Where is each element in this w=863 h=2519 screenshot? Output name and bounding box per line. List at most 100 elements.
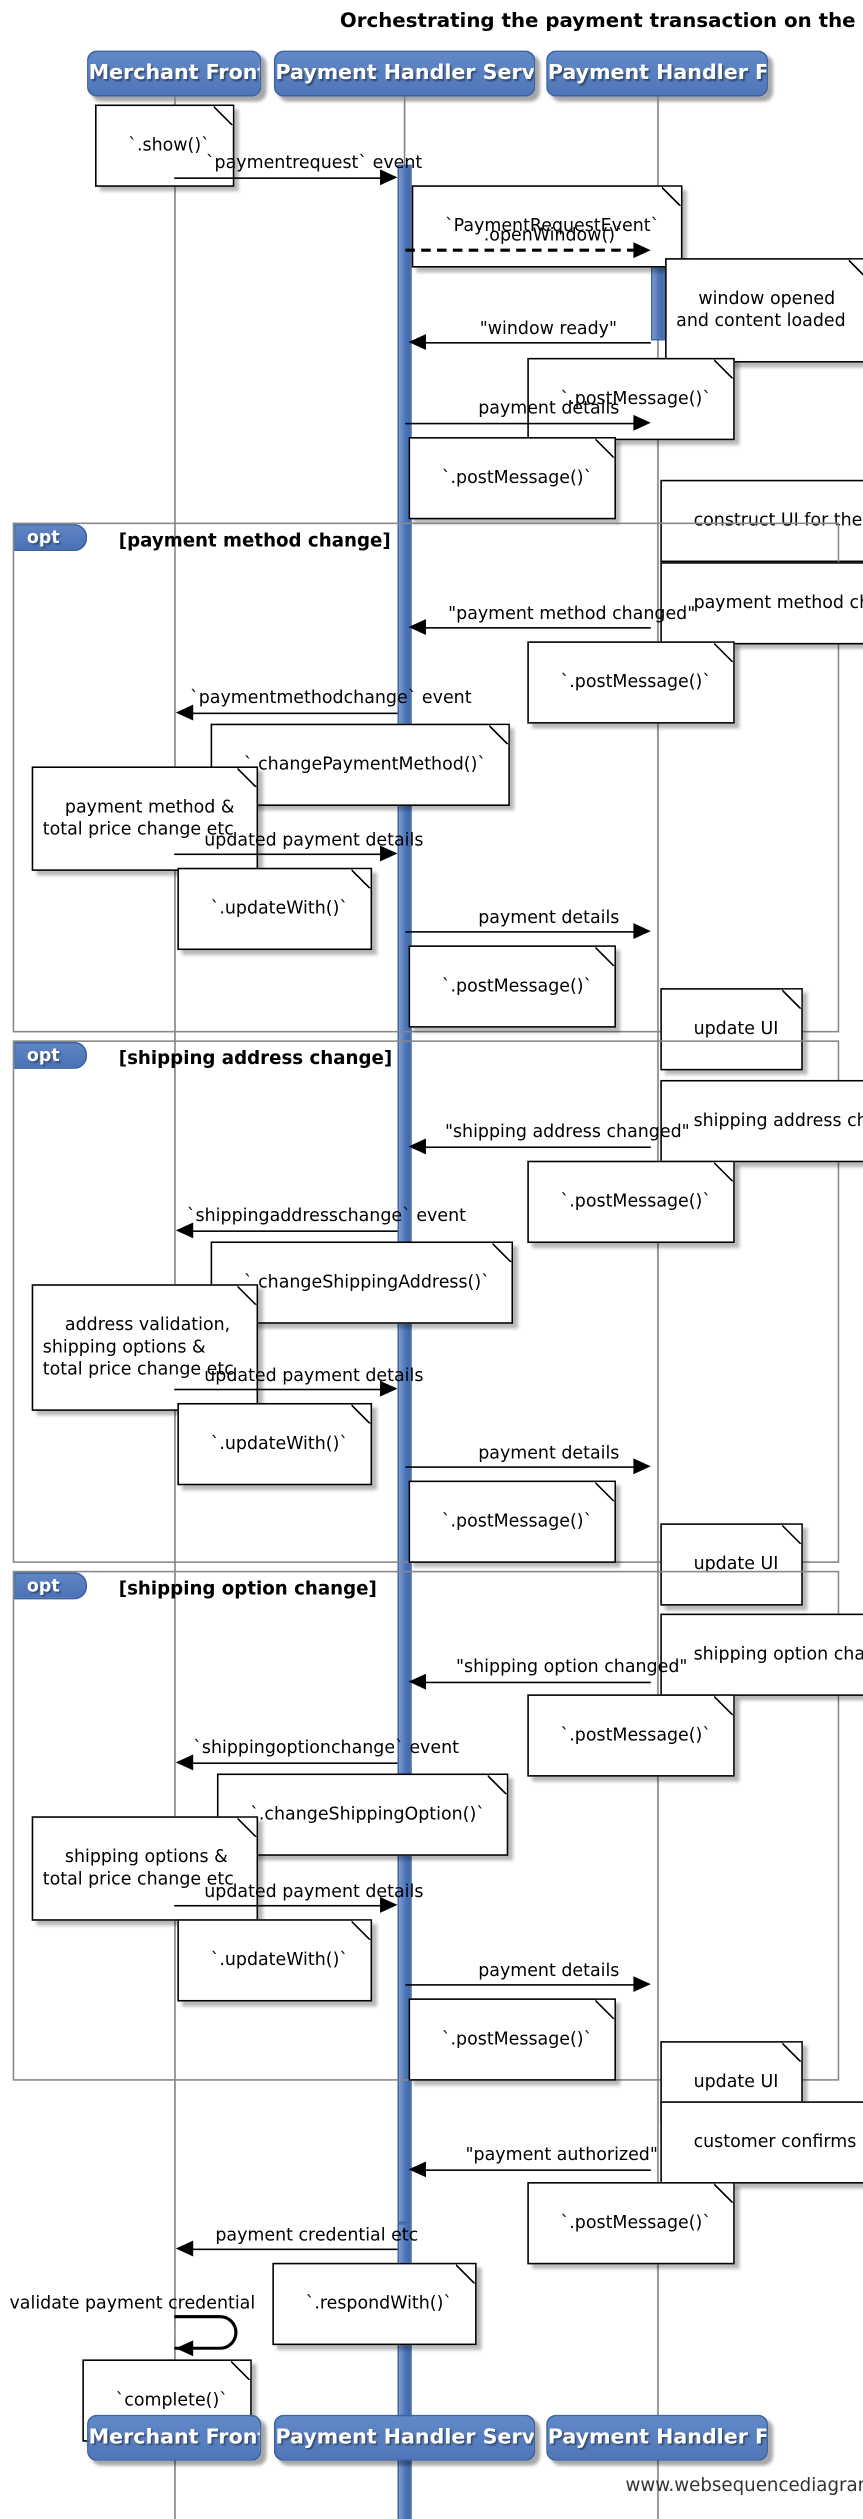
message-line-updated-payment-details-1 (174, 853, 385, 856)
fragment-label-opt-1: [payment method change] (118, 528, 391, 552)
message-label-payment-authorized: "payment authorized" (465, 2144, 658, 2165)
participant-merchant-frontend-top[interactable]: Merchant Frontend (87, 50, 262, 97)
note-fold-icon (351, 1404, 371, 1424)
message-label-paymentrequest: `paymentrequest` event (205, 152, 423, 173)
note-fold-icon (781, 1524, 801, 1544)
note-postmessage-9: `.postMessage()` (527, 2182, 735, 2265)
message-label-shippingaddresschange: `shippingaddresschange` event (186, 1205, 466, 1226)
note-show: `.show()` (95, 104, 234, 187)
fragment-tab-opt-1: opt (14, 524, 88, 552)
message-line-payment-details-3 (405, 1466, 639, 1468)
message-label-payment-details-4: payment details (478, 1960, 620, 1981)
note-postmessage-2: `.postMessage()` (408, 437, 617, 520)
message-label-updated-payment-details-2: updated payment details (204, 1364, 424, 1386)
note-fold-icon (595, 946, 615, 966)
participant-handler-frontend-bottom[interactable]: Payment Handler Frontend (546, 2414, 768, 2461)
note-fold-icon (213, 106, 233, 126)
note-fold-icon (595, 1999, 615, 2019)
note-fold-icon (714, 2183, 734, 2203)
message-line-shipping-address-changed (419, 1146, 651, 1149)
note-fold-icon (493, 1243, 513, 1263)
message-line-payment-details-2 (405, 931, 639, 933)
message-label-shipping-option-changed: "shipping option changed" (456, 1656, 688, 1677)
note-postmessage-5: `.postMessage()` (527, 1160, 735, 1244)
arrowhead-payment-method-changed (408, 619, 426, 635)
message-line-payment-details-1 (405, 422, 639, 425)
note-fold-icon (714, 1162, 734, 1182)
note-fold-icon (595, 438, 615, 458)
note-fold-icon (455, 2264, 475, 2284)
arrowhead-updated-payment-details-1 (380, 845, 398, 862)
message-line-paymentmethodchange (186, 712, 398, 715)
participant-handler-frontend-top[interactable]: Payment Handler Frontend (546, 50, 768, 97)
arrowhead-validate-payment-credential (175, 2340, 194, 2357)
arrowhead-updated-payment-details-3 (380, 1897, 398, 1913)
message-line-payment-credential (186, 2248, 398, 2251)
message-label-validate-payment-credential: validate payment credential (9, 2292, 256, 2314)
message-label-openwindow: `.openWindow()` (475, 224, 624, 246)
participant-merchant-frontend-bottom[interactable]: Merchant Frontend (87, 2414, 262, 2461)
page-title: Orchestrating the payment transaction on… (339, 7, 863, 32)
fragment-label-opt-3: [shipping option change] (118, 1577, 377, 1600)
note-payment-method-total-price: payment method & total price change etc (31, 766, 259, 871)
participant-service-worker-bottom[interactable]: Payment Handler Service Worker (273, 2414, 536, 2461)
message-line-payment-authorized (419, 2169, 651, 2171)
note-postmessage-8: `.postMessage()` (408, 1998, 617, 2081)
note-address-validation: address validation, shipping options & t… (31, 1284, 258, 1411)
note-fold-icon (714, 642, 734, 662)
message-label-updated-payment-details-1: updated payment details (204, 829, 424, 851)
note-fold-icon (595, 1482, 615, 1502)
note-fold-icon (236, 1817, 256, 1837)
arrowhead-payment-details-1 (633, 414, 651, 431)
note-fold-icon (236, 1285, 256, 1305)
note-fold-icon (781, 989, 801, 1009)
note-payment-method-changed: payment method changed (660, 562, 863, 645)
note-updatewith-2: `.updateWith()` (177, 1402, 372, 1486)
message-line-payment-method-changed (419, 627, 651, 629)
arrowhead-payment-details-3 (633, 1458, 651, 1475)
note-postmessage-6: `.postMessage()` (408, 1480, 617, 1563)
note-shipping-option-changed: shipping option changed (660, 1613, 863, 1696)
arrowhead-payment-details-4 (633, 1976, 651, 1993)
message-label-payment-details-1: payment details (478, 397, 620, 419)
activation-service-worker (397, 164, 412, 2224)
footer-watermark: www.websequencediagrams.com (625, 2473, 863, 2496)
note-fold-icon (489, 725, 509, 745)
note-shipping-options-total-price: shipping options & total price change et… (31, 1816, 258, 1921)
note-fold-icon (848, 259, 863, 279)
note-construct-ui: construct UI for the customer (660, 479, 863, 563)
note-updatewith-3: `.updateWith()` (177, 1919, 372, 2002)
lifeline-handler-frontend (657, 96, 659, 2519)
note-fold-icon (237, 767, 257, 787)
fragment-opt-payment-method (12, 522, 840, 1033)
message-label-updated-payment-details-3: updated payment details (204, 1881, 424, 1902)
fragment-label-opt-2: [shipping address change] (118, 1046, 393, 1069)
note-window-opened: window opened and content loaded (665, 258, 863, 363)
note-updatewith-1: `.updateWith()` (177, 867, 372, 951)
participant-service-worker-top[interactable]: Payment Handler Service Worker (273, 50, 536, 97)
note-update-ui-2: update UI (660, 1523, 803, 1606)
message-label-payment-details-2: payment details (478, 907, 620, 928)
note-change-payment-method: `.changePaymentMethod()` (210, 723, 510, 806)
note-fold-icon (351, 1920, 371, 1940)
arrowhead-openwindow (633, 242, 651, 259)
arrowhead-payment-authorized (408, 2161, 426, 2178)
message-label-shipping-address-changed: "shipping address changed" (444, 1121, 690, 1142)
message-line-shippingaddresschange (186, 1230, 398, 1232)
arrowhead-shipping-option-changed (408, 1673, 426, 1690)
arrowhead-shippingaddresschange (175, 1222, 194, 1239)
note-postmessage-4: `.postMessage()` (408, 945, 617, 1028)
message-label-window-ready: "window ready" (479, 318, 617, 339)
message-line-shippingoptionchange (186, 1762, 398, 1765)
note-fold-icon (488, 1775, 508, 1795)
note-respondwith: `.respondWith()` (272, 2262, 476, 2346)
arrowhead-shipping-address-changed (408, 1138, 426, 1155)
note-fold-icon (714, 359, 734, 379)
message-line-updated-payment-details-3 (174, 1904, 385, 1907)
message-label-paymentmethodchange: `paymentmethodchange` event (190, 687, 472, 708)
note-postmessage-7: `.postMessage()` (527, 1694, 735, 1777)
message-line-payment-details-4 (405, 1984, 639, 1986)
arrowhead-payment-credential (175, 2240, 194, 2257)
